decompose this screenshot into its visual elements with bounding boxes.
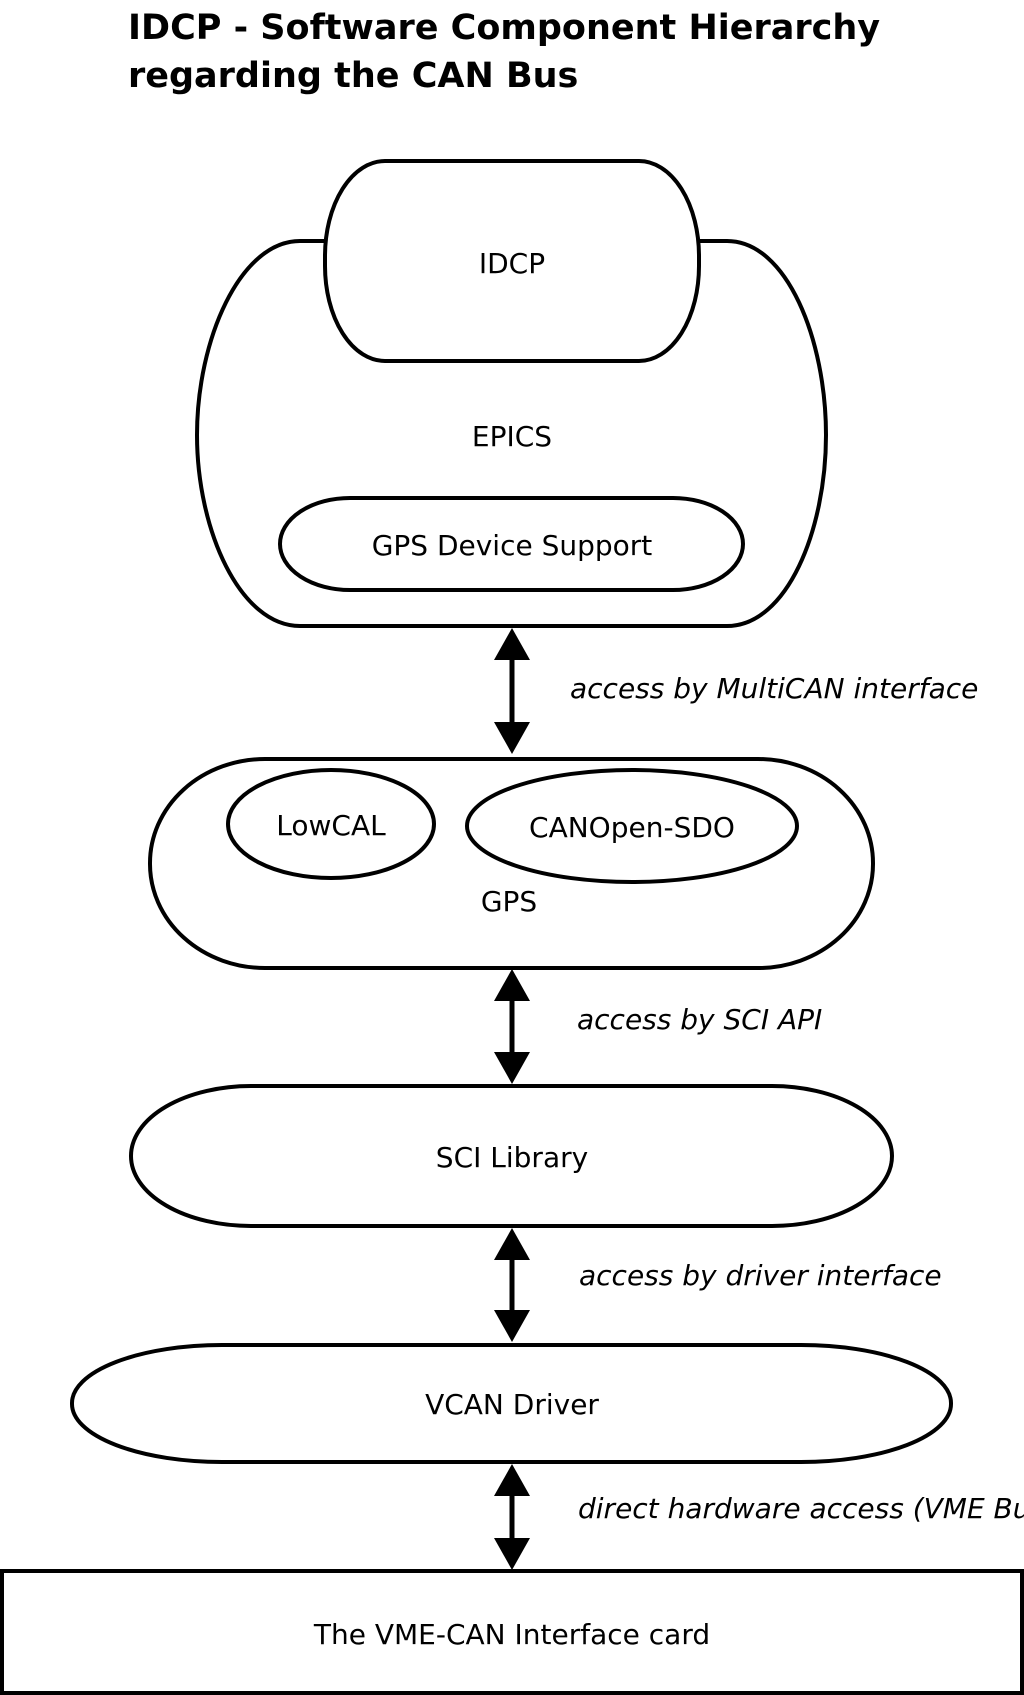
- diagram-title: IDCP - Software Component Hierarchy rega…: [128, 4, 988, 100]
- lowcal-node: [226, 768, 436, 880]
- diagram-title-line-1: IDCP - Software Component Hierarchy: [128, 8, 881, 48]
- vme-can-card-label: The VME-CAN Interface card: [313, 1618, 710, 1651]
- canopen-sdo-label: CANOpen-SDO: [529, 811, 735, 844]
- vme-can-card-node: [0, 1569, 1024, 1695]
- vcan-driver-node: [70, 1343, 953, 1464]
- arrow-gps-sci: [494, 969, 530, 1084]
- gps-device-support-label: GPS Device Support: [372, 529, 653, 562]
- gps-device-support-node: [278, 496, 745, 592]
- sci-library-label: SCI Library: [436, 1141, 588, 1174]
- epics-label: EPICS: [472, 420, 552, 453]
- idcp-label: IDCP: [479, 247, 545, 280]
- canopen-sdo-node: [465, 768, 799, 884]
- diagram-title-line-2: regarding the CAN Bus: [128, 56, 579, 96]
- arrow-sci-vcan: [494, 1228, 530, 1342]
- sci-library-node: [129, 1084, 894, 1228]
- connection-label-vcan-card: direct hardware access (VME Bus(: [578, 1492, 1024, 1525]
- idcp-node: [323, 159, 701, 363]
- gps-label: GPS: [481, 885, 537, 918]
- lowcal-label: LowCAL: [276, 809, 386, 842]
- vcan-driver-label: VCAN Driver: [425, 1388, 599, 1421]
- arrow-vcan-card: [494, 1464, 530, 1570]
- arrow-epics-gps: [494, 628, 530, 754]
- connection-label-gps-sci: access by SCI API: [577, 1003, 822, 1036]
- connection-label-epics-gps: access by MultiCAN interface: [570, 672, 978, 705]
- connection-label-sci-vcan: access by driver interface: [579, 1259, 942, 1292]
